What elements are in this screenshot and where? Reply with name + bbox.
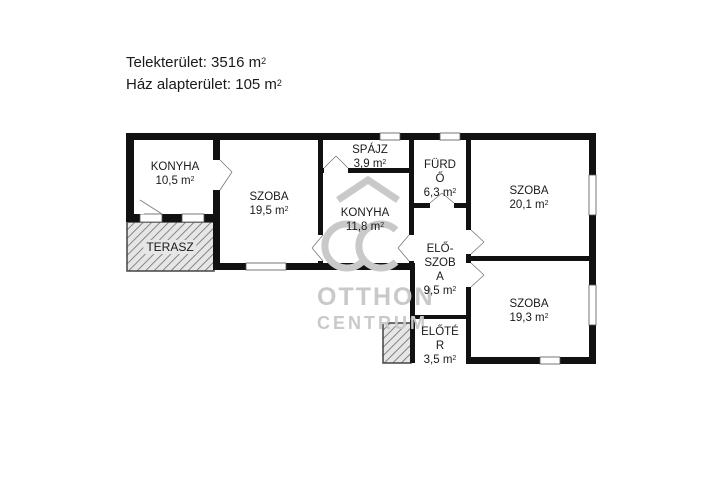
terasz-label: TERASZ: [143, 240, 197, 254]
house-area-text: Ház alapterület: 105 m2: [126, 76, 282, 93]
door-swings: [134, 155, 485, 320]
watermark-otthon: OTTHON: [317, 283, 435, 311]
entrance-step: [382, 322, 412, 364]
room-szoba-3: SZOBA 19,3 m2: [509, 298, 549, 324]
room-konyha-1: KONYHA 10,5 m2: [150, 161, 200, 187]
room-konyha-2: KONYHA 11,8 m2: [340, 207, 390, 233]
room-eloter: ELŐTÉ R 3,5 m2: [421, 326, 459, 366]
room-szoba-2: SZOBA 20,1 m2: [509, 185, 549, 211]
outer-walls: [126, 133, 596, 364]
room-eloszoba: ELŐ- SZOB A 9,5 m2: [423, 243, 457, 297]
watermark-logo: [321, 175, 400, 272]
plot-area-text: Telekterület: 3516 m2: [126, 54, 267, 71]
watermark-centrum: CENTRUM: [317, 313, 428, 333]
room-spajz: SPÁJZ 3,9 m2: [352, 144, 388, 170]
windows: [139, 132, 597, 365]
room-szoba-1: SZOBA 19,5 m2: [249, 191, 289, 217]
room-furdo: FÜRD Ő 6,3 m2: [423, 159, 457, 199]
